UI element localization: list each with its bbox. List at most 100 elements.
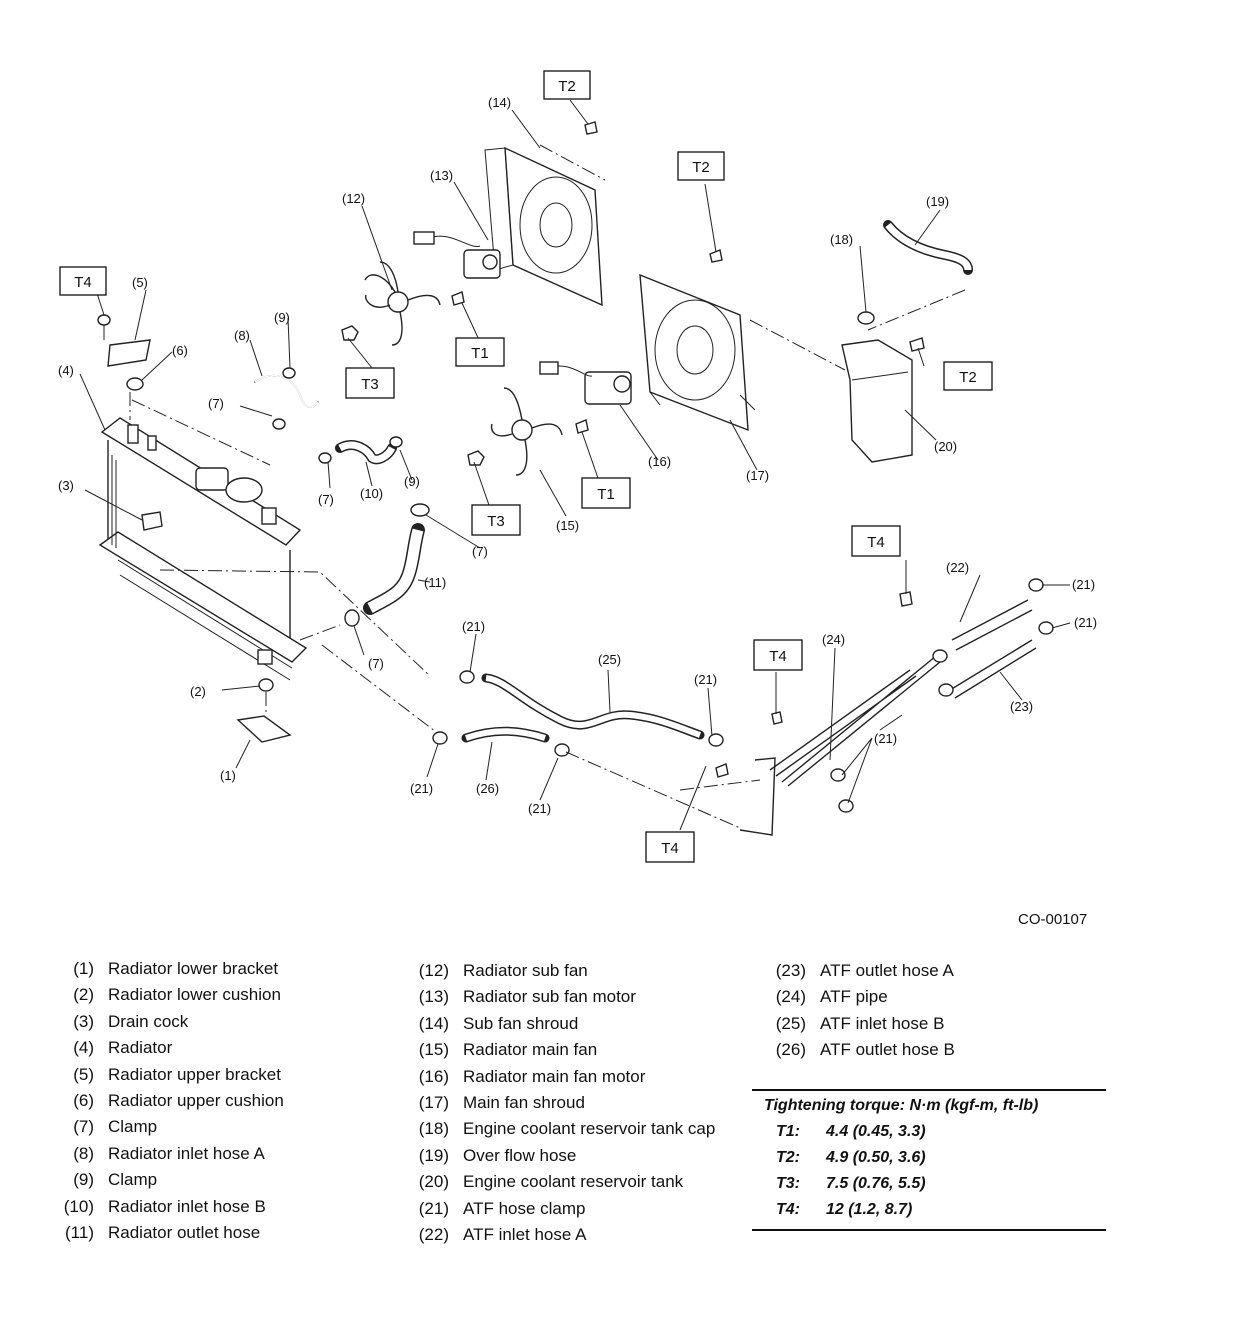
svg-text:T4: T4 bbox=[74, 274, 92, 291]
legend-item-number: (11) bbox=[65, 1222, 94, 1242]
legend-column-2: (12)Radiator sub fan(13)Radiator sub fan… bbox=[413, 958, 753, 1248]
legend-item-number: (16) bbox=[418, 1066, 449, 1086]
clamp bbox=[272, 418, 286, 430]
legend-item: (21)ATF hose clamp bbox=[413, 1196, 753, 1222]
bolt bbox=[451, 291, 465, 306]
legend-item: (25) ATF inlet hose B bbox=[770, 1011, 1110, 1037]
radiator-main-fan-motor bbox=[539, 361, 632, 405]
callout-21: (21) bbox=[694, 672, 717, 687]
legend-item-name: Clamp bbox=[108, 1117, 158, 1137]
torque-tag-t2: T2 bbox=[943, 361, 993, 391]
radiator-main-fan bbox=[490, 387, 563, 476]
torque-row: T3:7.5 (0.76, 5.5) bbox=[776, 1175, 926, 1192]
callout-12: (12) bbox=[342, 191, 365, 206]
figure-code: CO-00107 bbox=[1018, 911, 1088, 928]
torque-row: T2:4.9 (0.50, 3.6) bbox=[776, 1149, 926, 1166]
legend-item: (15)Radiator main fan bbox=[413, 1037, 753, 1063]
legend-item-number: (2) bbox=[73, 985, 94, 1005]
legend-item-number: (21) bbox=[418, 1198, 449, 1218]
bolt bbox=[715, 763, 729, 778]
radiator-upper-cushion bbox=[126, 377, 144, 391]
torque-tag-t3: T3 bbox=[471, 504, 521, 536]
legend-item: (22)ATF inlet hose A bbox=[413, 1222, 753, 1248]
radiator-inlet-hose-a bbox=[254, 374, 319, 408]
torque-tag-t2: T2 bbox=[543, 70, 591, 100]
legend-item-name: Engine coolant reservoir tank bbox=[463, 1172, 684, 1192]
callout-7: (7) bbox=[472, 544, 488, 559]
torque-tag-t2: T2 bbox=[677, 151, 725, 181]
legend-item: (6) Radiator upper cushion bbox=[58, 1088, 388, 1114]
callout-19: (19) bbox=[926, 194, 949, 209]
legend-item: (1)Radiator lower bracket bbox=[58, 956, 388, 982]
callout-11: (11) bbox=[424, 575, 446, 590]
torque-tag-t1: T1 bbox=[581, 477, 631, 509]
legend-column-1: (1)Radiator lower bracket(2)Radiator low… bbox=[58, 956, 388, 1246]
callout-22: (22) bbox=[946, 560, 969, 575]
legend-item: (9)Clamp bbox=[58, 1167, 388, 1193]
legend-item-name: Radiator outlet hose bbox=[108, 1222, 261, 1242]
legend-item: (11) Radiator outlet hose bbox=[58, 1220, 388, 1246]
callout-21: (21) bbox=[462, 619, 485, 634]
callout-26: (26) bbox=[476, 781, 499, 796]
legend-item: (20) Engine coolant reservoir tank bbox=[413, 1169, 753, 1195]
callout-14: (14) bbox=[488, 95, 511, 110]
atf-inlet-hose-a bbox=[951, 599, 1033, 651]
legend-item-number: (24) bbox=[775, 987, 806, 1007]
torque-table-title: Tightening torque: N·m (kgf-m, ft-lb) bbox=[764, 1097, 1039, 1114]
legend-item-number: (25) bbox=[775, 1013, 806, 1033]
callout-25: (25) bbox=[598, 652, 621, 667]
legend-item-number: (20) bbox=[418, 1172, 449, 1192]
legend-item-name: Radiator inlet hose B bbox=[108, 1196, 266, 1216]
bolt bbox=[584, 121, 598, 135]
torque-tag-t4: T4 bbox=[753, 639, 803, 671]
legend-column-3: (23)ATF outlet hose A(24)ATF pipe(25)ATF… bbox=[770, 958, 1110, 1064]
callout-9: (9) bbox=[274, 310, 290, 325]
legend-item-number: (1) bbox=[73, 959, 94, 978]
bolt bbox=[771, 711, 783, 725]
callout-8: (8) bbox=[234, 328, 250, 343]
torque-tag-t4: T4 bbox=[645, 831, 695, 863]
legend-item: (19)Over flow hose bbox=[413, 1143, 753, 1169]
torque-tag-t1: T1 bbox=[455, 337, 505, 367]
legend-item: (17)Main fan shroud bbox=[413, 1090, 753, 1116]
clamp bbox=[389, 436, 403, 448]
callout-9: (9) bbox=[404, 474, 420, 489]
legend-item-name: Radiator bbox=[108, 1038, 173, 1058]
svg-text:T2: T2 bbox=[959, 369, 977, 386]
callout-17: (17) bbox=[746, 468, 769, 483]
callout-1: (1) bbox=[220, 768, 236, 783]
legend-item: (10)Radiator inlet hose B bbox=[58, 1194, 388, 1220]
legend-item-number: (19) bbox=[418, 1145, 449, 1165]
legend-item: (23)ATF outlet hose A bbox=[770, 958, 1110, 984]
legend-item: (4)Radiator bbox=[58, 1035, 388, 1061]
legend-item-number: (18) bbox=[418, 1119, 449, 1139]
legend-item-name: ATF inlet hose B bbox=[820, 1013, 945, 1033]
svg-text:T1: T1 bbox=[471, 345, 489, 362]
legend-item-number: (5) bbox=[73, 1064, 94, 1084]
legend-item: (12)Radiator sub fan bbox=[413, 958, 753, 984]
legend-item-name: Radiator upper cushion bbox=[108, 1090, 284, 1110]
callout-7: (7) bbox=[318, 492, 334, 507]
legend-item-number: (6) bbox=[73, 1090, 94, 1110]
radiator-upper-bracket bbox=[97, 314, 151, 367]
callout-6: (6) bbox=[172, 343, 188, 358]
legend-item: (18)Engine coolant reservoir tank cap bbox=[413, 1116, 753, 1142]
radiator-sub-fan bbox=[364, 261, 441, 346]
callout-3: (3) bbox=[58, 478, 74, 493]
svg-text:T4: T4 bbox=[769, 648, 787, 665]
engine-coolant-reservoir-tank-cap bbox=[857, 311, 875, 325]
svg-text:T3: T3 bbox=[487, 513, 505, 530]
clamp bbox=[318, 452, 332, 464]
callout-16: (16) bbox=[648, 454, 671, 469]
legend-item: (14)Sub fan shroud bbox=[413, 1011, 753, 1037]
callout-labels: (14) (13) (12) (19) (18) (5) (9) (8) (6)… bbox=[58, 95, 1097, 816]
legend-item: (7)Clamp bbox=[58, 1114, 388, 1140]
callout-24: (24) bbox=[822, 632, 845, 647]
callout-21: (21) bbox=[874, 731, 897, 746]
legend-item: (13)Radiator sub fan motor bbox=[413, 984, 753, 1010]
callout-18: (18) bbox=[830, 232, 853, 247]
clamp bbox=[410, 503, 430, 517]
torque-tag-t4: T4 bbox=[59, 266, 107, 296]
legend-item-number: (9) bbox=[73, 1170, 94, 1190]
exploded-parts-diagram: T2 T2 T2 T4 T1 T3 T1 T3 T4 T4 T4 (14) (1… bbox=[58, 70, 1097, 863]
